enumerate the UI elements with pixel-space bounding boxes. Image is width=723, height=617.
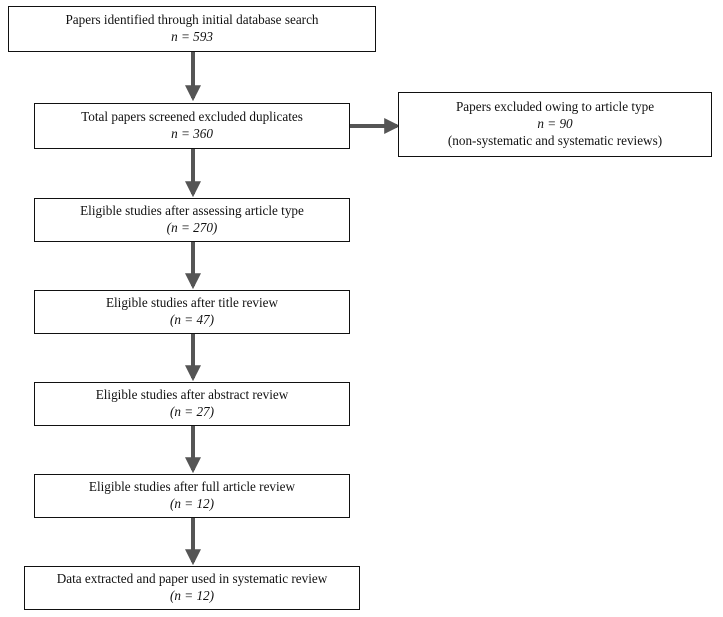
step-count: (n = 12)	[169, 588, 215, 603]
step-included-box: Data extracted and paper used in systema…	[24, 566, 360, 610]
step-abstract-review-box: Eligible studies after abstract review (…	[34, 382, 350, 426]
step-title-review-box: Eligible studies after title review (n =…	[34, 290, 350, 334]
step-count: n = 360	[171, 126, 213, 141]
step-title: Papers identified through initial databa…	[65, 12, 319, 28]
step-title: Eligible studies after title review	[105, 295, 279, 311]
exclusion-title: Papers excluded owing to article type	[455, 99, 655, 115]
step-title: Total papers screened excluded duplicate…	[81, 109, 303, 125]
step-title: Eligible studies after assessing article…	[80, 203, 304, 219]
step-count: (n = 270)	[166, 220, 218, 235]
exclusion-note: (non-systematic and systematic reviews)	[447, 132, 663, 148]
step-full-review-box: Eligible studies after full article revi…	[34, 474, 350, 518]
step-count: (n = 27)	[169, 404, 215, 419]
step-count: (n = 47)	[169, 312, 215, 327]
exclusion-count: n = 90	[537, 116, 573, 132]
exclusion-box: Papers excluded owing to article type n …	[398, 92, 712, 157]
step-identified-box: Papers identified through initial databa…	[8, 6, 376, 52]
step-count: n = 593	[171, 29, 213, 44]
step-count: (n = 12)	[169, 496, 215, 511]
step-title: Data extracted and paper used in systema…	[56, 571, 328, 587]
step-article-type-box: Eligible studies after assessing article…	[34, 198, 350, 242]
step-title: Eligible studies after abstract review	[95, 387, 289, 403]
step-screened-box: Total papers screened excluded duplicate…	[34, 103, 350, 149]
step-title: Eligible studies after full article revi…	[88, 479, 296, 495]
